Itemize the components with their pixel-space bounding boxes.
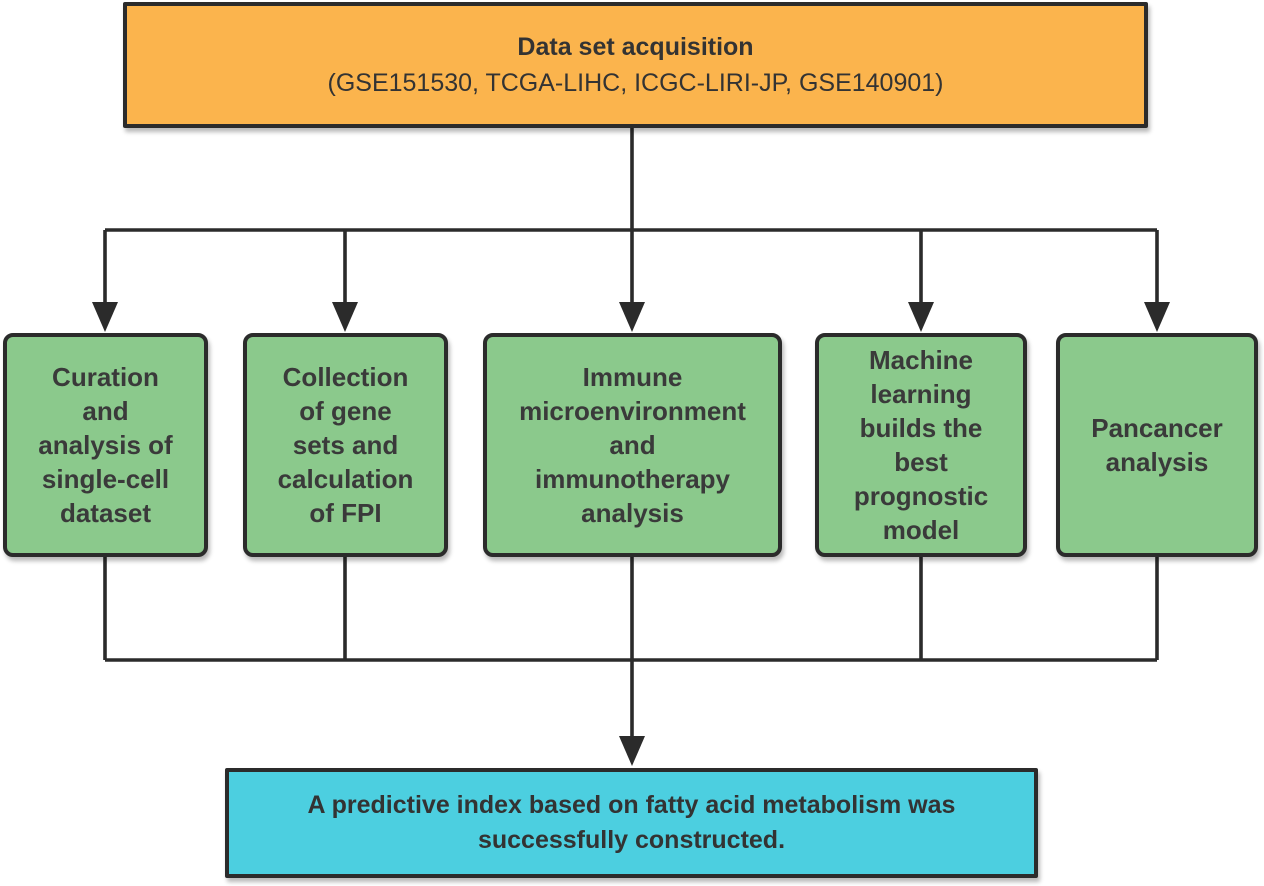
arrowhead-branch-4 bbox=[908, 302, 934, 332]
arrowhead-branch-3 bbox=[619, 302, 645, 332]
dataset-acquisition-box: Data set acquisition (GSE151530, TCGA-LI… bbox=[123, 2, 1148, 128]
branch-box-immune-microenvironment: Immune microenvironment and immunotherap… bbox=[483, 333, 782, 557]
branch-box-line: model bbox=[882, 515, 960, 545]
branch-box-line: learning bbox=[870, 379, 972, 409]
branch-box-line: Pancancer bbox=[1091, 413, 1223, 443]
branch-box-machine-learning: Machine learning builds the best prognos… bbox=[815, 333, 1027, 557]
result-box-line: A predictive index based on fatty acid m… bbox=[307, 791, 956, 819]
branch-box-line: microenvironment bbox=[519, 396, 746, 426]
branch-box-line: Collection bbox=[282, 362, 409, 392]
branch-box-line: analysis bbox=[581, 498, 684, 528]
branch-box-single-cell: Curation and analysis of single-cell dat… bbox=[3, 333, 208, 557]
branch-box-line: best bbox=[894, 447, 948, 477]
branch-box-line: single-cell bbox=[41, 464, 170, 494]
branch-box-line: sets and bbox=[292, 430, 399, 460]
branch-box-line: prognostic bbox=[853, 481, 989, 511]
branch-box-line: Immune bbox=[582, 362, 683, 392]
branch-box-line: and bbox=[609, 430, 656, 460]
dataset-acquisition-subtitle: (GSE151530, TCGA-LIHC, ICGC-LIRI-JP, GSE… bbox=[327, 69, 944, 97]
dataset-acquisition-title: Data set acquisition bbox=[517, 33, 754, 61]
result-box-line: successfully constructed. bbox=[477, 826, 786, 854]
arrowhead-branch-1 bbox=[92, 302, 118, 332]
branch-box-line: calculation bbox=[277, 464, 414, 494]
branch-box-line: analysis of bbox=[38, 430, 173, 460]
branch-box-line: Curation bbox=[52, 362, 159, 392]
branch-box-line: immunotherapy bbox=[534, 464, 731, 494]
branch-box-line: of gene bbox=[299, 396, 392, 426]
result-box: A predictive index based on fatty acid m… bbox=[225, 768, 1038, 878]
branch-box-line: dataset bbox=[59, 498, 152, 528]
branch-box-line: builds the bbox=[859, 413, 983, 443]
branch-box-line: Machine bbox=[868, 345, 974, 375]
branch-box-line: of FPI bbox=[309, 498, 382, 528]
branch-box-gene-sets-fpi: Collection of gene sets and calculation … bbox=[243, 333, 448, 557]
arrowhead-result bbox=[619, 736, 645, 766]
arrowhead-branch-2 bbox=[332, 302, 358, 332]
arrowhead-branch-5 bbox=[1144, 302, 1170, 332]
branch-box-pancancer: Pancancer analysis bbox=[1056, 333, 1258, 557]
branch-box-line: analysis bbox=[1105, 447, 1209, 477]
branch-box-line: and bbox=[82, 396, 129, 426]
